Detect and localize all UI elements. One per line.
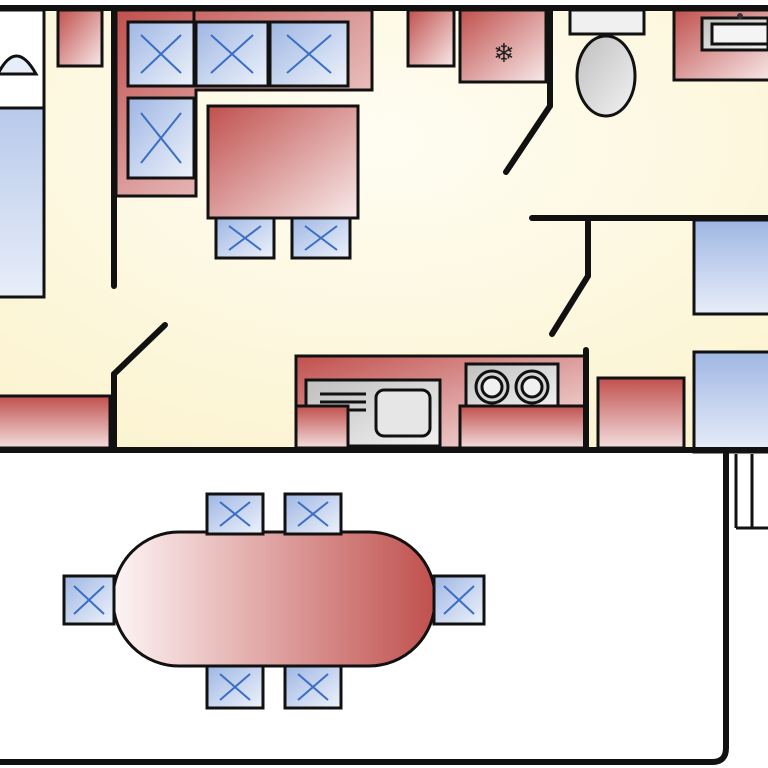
bed-right-upper — [692, 218, 768, 316]
doors — [111, 103, 591, 377]
door-bedroom-right — [549, 273, 591, 337]
bed-left — [0, 8, 46, 299]
toilet-icon — [568, 8, 646, 118]
sink-icon — [672, 8, 768, 82]
sofa-cushion — [194, 20, 270, 88]
outdoor-chair — [283, 664, 343, 710]
lounge-table — [206, 104, 360, 220]
kitchen-counter — [294, 354, 588, 450]
door-bedroom-left — [111, 322, 168, 377]
kitchen-drawer — [294, 404, 350, 450]
door-bathroom — [503, 103, 553, 175]
outdoor-chair — [205, 664, 265, 710]
sofa-cushion — [126, 96, 196, 180]
cabinet-top-center — [406, 8, 456, 68]
sofa-cushion — [268, 20, 350, 88]
oven-front — [458, 404, 588, 450]
outdoor-chair — [432, 574, 486, 626]
bed-right-lower — [692, 350, 768, 454]
lounge-stool — [290, 216, 352, 260]
outdoor-chair — [283, 492, 343, 536]
cabinet-top-left — [56, 8, 104, 68]
cabinet-bottom-right — [596, 376, 686, 450]
outdoor-chair — [62, 574, 116, 626]
deck-outline — [0, 447, 729, 765]
cabinet-bottom-left — [0, 394, 112, 450]
walls — [0, 5, 768, 453]
snowflake-icon: ❄ — [493, 39, 515, 69]
sofa-cushion — [126, 20, 196, 88]
outdoor-table — [111, 530, 437, 668]
deck-steps — [734, 454, 768, 530]
lounge-stool — [214, 216, 276, 260]
corner-sofa — [114, 8, 374, 198]
fridge-freezer: ❄ — [458, 8, 548, 84]
hob-icon — [464, 362, 560, 410]
outdoor-chair — [205, 492, 265, 536]
